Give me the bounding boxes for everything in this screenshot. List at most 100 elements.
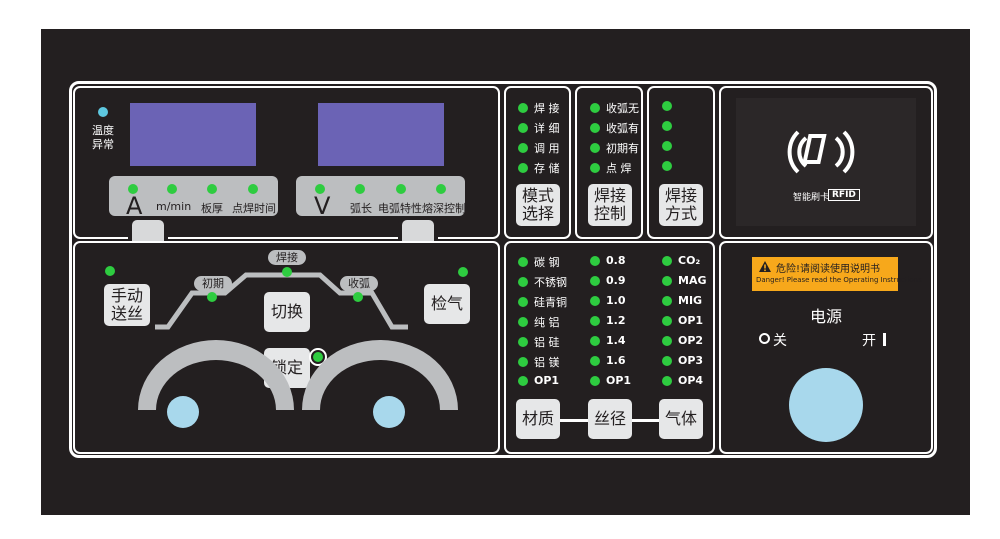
wire-led-7 xyxy=(590,375,600,386)
wire-led-3 xyxy=(590,295,600,306)
mode-option-1: 焊 接 xyxy=(518,100,560,116)
weld-method-led-2 xyxy=(662,121,672,131)
voltage-display xyxy=(318,103,444,166)
current-display xyxy=(130,103,256,166)
material-led-5 xyxy=(518,337,528,347)
wire-option-4: 1.2 xyxy=(590,314,626,327)
led-initial xyxy=(207,292,217,302)
gas-option-3: MIG xyxy=(662,294,702,307)
wire-label-4: 1.2 xyxy=(606,314,626,327)
weld-ctrl-option-2: 收弧有 xyxy=(590,120,639,136)
gas-led-2 xyxy=(662,275,672,286)
left-knob[interactable] xyxy=(167,396,199,428)
material-option-1: 碳 钢 xyxy=(518,254,560,270)
material-label-6: 铝 镁 xyxy=(534,356,560,369)
gas-led-1 xyxy=(662,255,672,266)
gas-label-6: OP3 xyxy=(678,354,704,367)
gas-button[interactable]: 气体 xyxy=(659,399,703,439)
wire-label-1: 0.8 xyxy=(606,254,626,267)
gas-label-3: MIG xyxy=(678,294,703,307)
spot-time-label: 点焊时间 xyxy=(232,202,276,215)
manual-feed-button[interactable]: 手动 送丝 xyxy=(104,284,150,326)
gas-led-5 xyxy=(662,335,672,346)
material-led-6 xyxy=(518,357,528,367)
mode-button-label-1: 模式 xyxy=(521,186,554,205)
right-knob[interactable] xyxy=(373,396,405,428)
right-knob-arc xyxy=(302,340,458,410)
power-title: 电源 xyxy=(810,307,843,326)
manual-feed-label-2: 送丝 xyxy=(110,304,143,323)
mode-option-2: 详 细 xyxy=(518,120,560,136)
right-led-penetration xyxy=(436,184,446,194)
arc-char-label: 电弧特性 xyxy=(378,202,422,215)
wire-option-6: 1.6 xyxy=(590,354,626,367)
left-led-thickness xyxy=(207,184,217,194)
weld-method-button[interactable]: 焊接 方式 xyxy=(659,184,703,226)
material-label-2: 不锈钢 xyxy=(534,276,567,289)
penetration-label: 熔深控制 xyxy=(422,202,466,215)
mmin-label: m/min xyxy=(156,200,192,213)
rfid-label-cn: 智能刷卡 xyxy=(793,193,830,203)
wire-led-5 xyxy=(590,335,600,346)
right-led-arc-char xyxy=(396,184,406,194)
right-param-strip xyxy=(296,176,465,216)
gas-check-button[interactable]: 检气 xyxy=(424,284,470,324)
off-icon xyxy=(759,333,770,344)
lock-led xyxy=(313,352,323,362)
weld-control-button[interactable]: 焊接 控制 xyxy=(588,184,632,226)
left-param-strip xyxy=(109,176,278,216)
led-welding xyxy=(282,267,292,277)
weld-ctrl-option-3: 初期有 xyxy=(590,140,639,156)
mode-led-3 xyxy=(518,143,528,153)
manual-feed-label-1: 手动 xyxy=(110,286,143,305)
weld-ctrl-label-4: 点 焊 xyxy=(606,162,632,175)
weld-ctrl-option-4: 点 焊 xyxy=(590,160,632,176)
left-led-spot-time xyxy=(248,184,258,194)
mode-button-label-2: 选择 xyxy=(521,204,554,223)
weld-ctrl-led-1 xyxy=(590,103,600,113)
material-led-4 xyxy=(518,317,528,327)
material-led-7 xyxy=(518,375,528,386)
gas-option-7: OP4 xyxy=(662,374,703,387)
wire-button[interactable]: 丝径 xyxy=(588,399,632,439)
material-led-2 xyxy=(518,277,528,287)
volt-unit: V xyxy=(314,192,331,220)
led-crater xyxy=(353,292,363,302)
danger-warning-label: 危险!请阅读使用说明书 Danger! Please read the Oper… xyxy=(752,257,922,291)
wire-led-1 xyxy=(590,255,600,266)
wire-led-2 xyxy=(590,275,600,286)
gas-option-4: OP1 xyxy=(662,314,703,327)
tag-crater: 收弧 xyxy=(340,276,378,291)
gas-label-5: OP2 xyxy=(678,334,704,347)
temp-alarm-led xyxy=(98,107,108,117)
mode-led-1 xyxy=(518,103,528,113)
material-option-2: 不锈钢 xyxy=(518,274,567,290)
gas-led-4 xyxy=(662,315,672,326)
wire-label-6: 1.6 xyxy=(606,354,626,367)
warning-icon xyxy=(759,261,771,272)
right-led-arc-length xyxy=(355,184,365,194)
ampere-unit: A xyxy=(126,192,143,220)
gas-option-5: OP2 xyxy=(662,334,703,347)
wire-option-3: 1.0 xyxy=(590,294,626,307)
material-label-1: 碳 钢 xyxy=(534,256,560,269)
material-label-3: 硅青铜 xyxy=(534,296,567,309)
power-switch[interactable] xyxy=(789,368,863,442)
material-label-5: 铝 硅 xyxy=(534,336,560,349)
switch-button[interactable]: 切换 xyxy=(264,292,310,332)
mode-led-4 xyxy=(518,163,528,173)
left-knob-arc xyxy=(138,340,294,410)
on-label: 开 xyxy=(862,333,876,349)
connector-line-2 xyxy=(632,419,662,422)
weld-ctrl-led-2 xyxy=(590,123,600,133)
material-led-3 xyxy=(518,297,528,307)
rfid-icon xyxy=(787,130,855,174)
wire-label-5: 1.4 xyxy=(606,334,626,347)
rfid-area xyxy=(736,98,916,226)
tag-initial: 初期 xyxy=(194,276,232,291)
material-button[interactable]: 材质 xyxy=(516,399,560,439)
weld-ctrl-led-4 xyxy=(590,163,600,173)
mode-select-button[interactable]: 模式 选择 xyxy=(516,184,560,226)
gas-led-7 xyxy=(662,375,672,386)
wire-led-6 xyxy=(590,355,600,366)
